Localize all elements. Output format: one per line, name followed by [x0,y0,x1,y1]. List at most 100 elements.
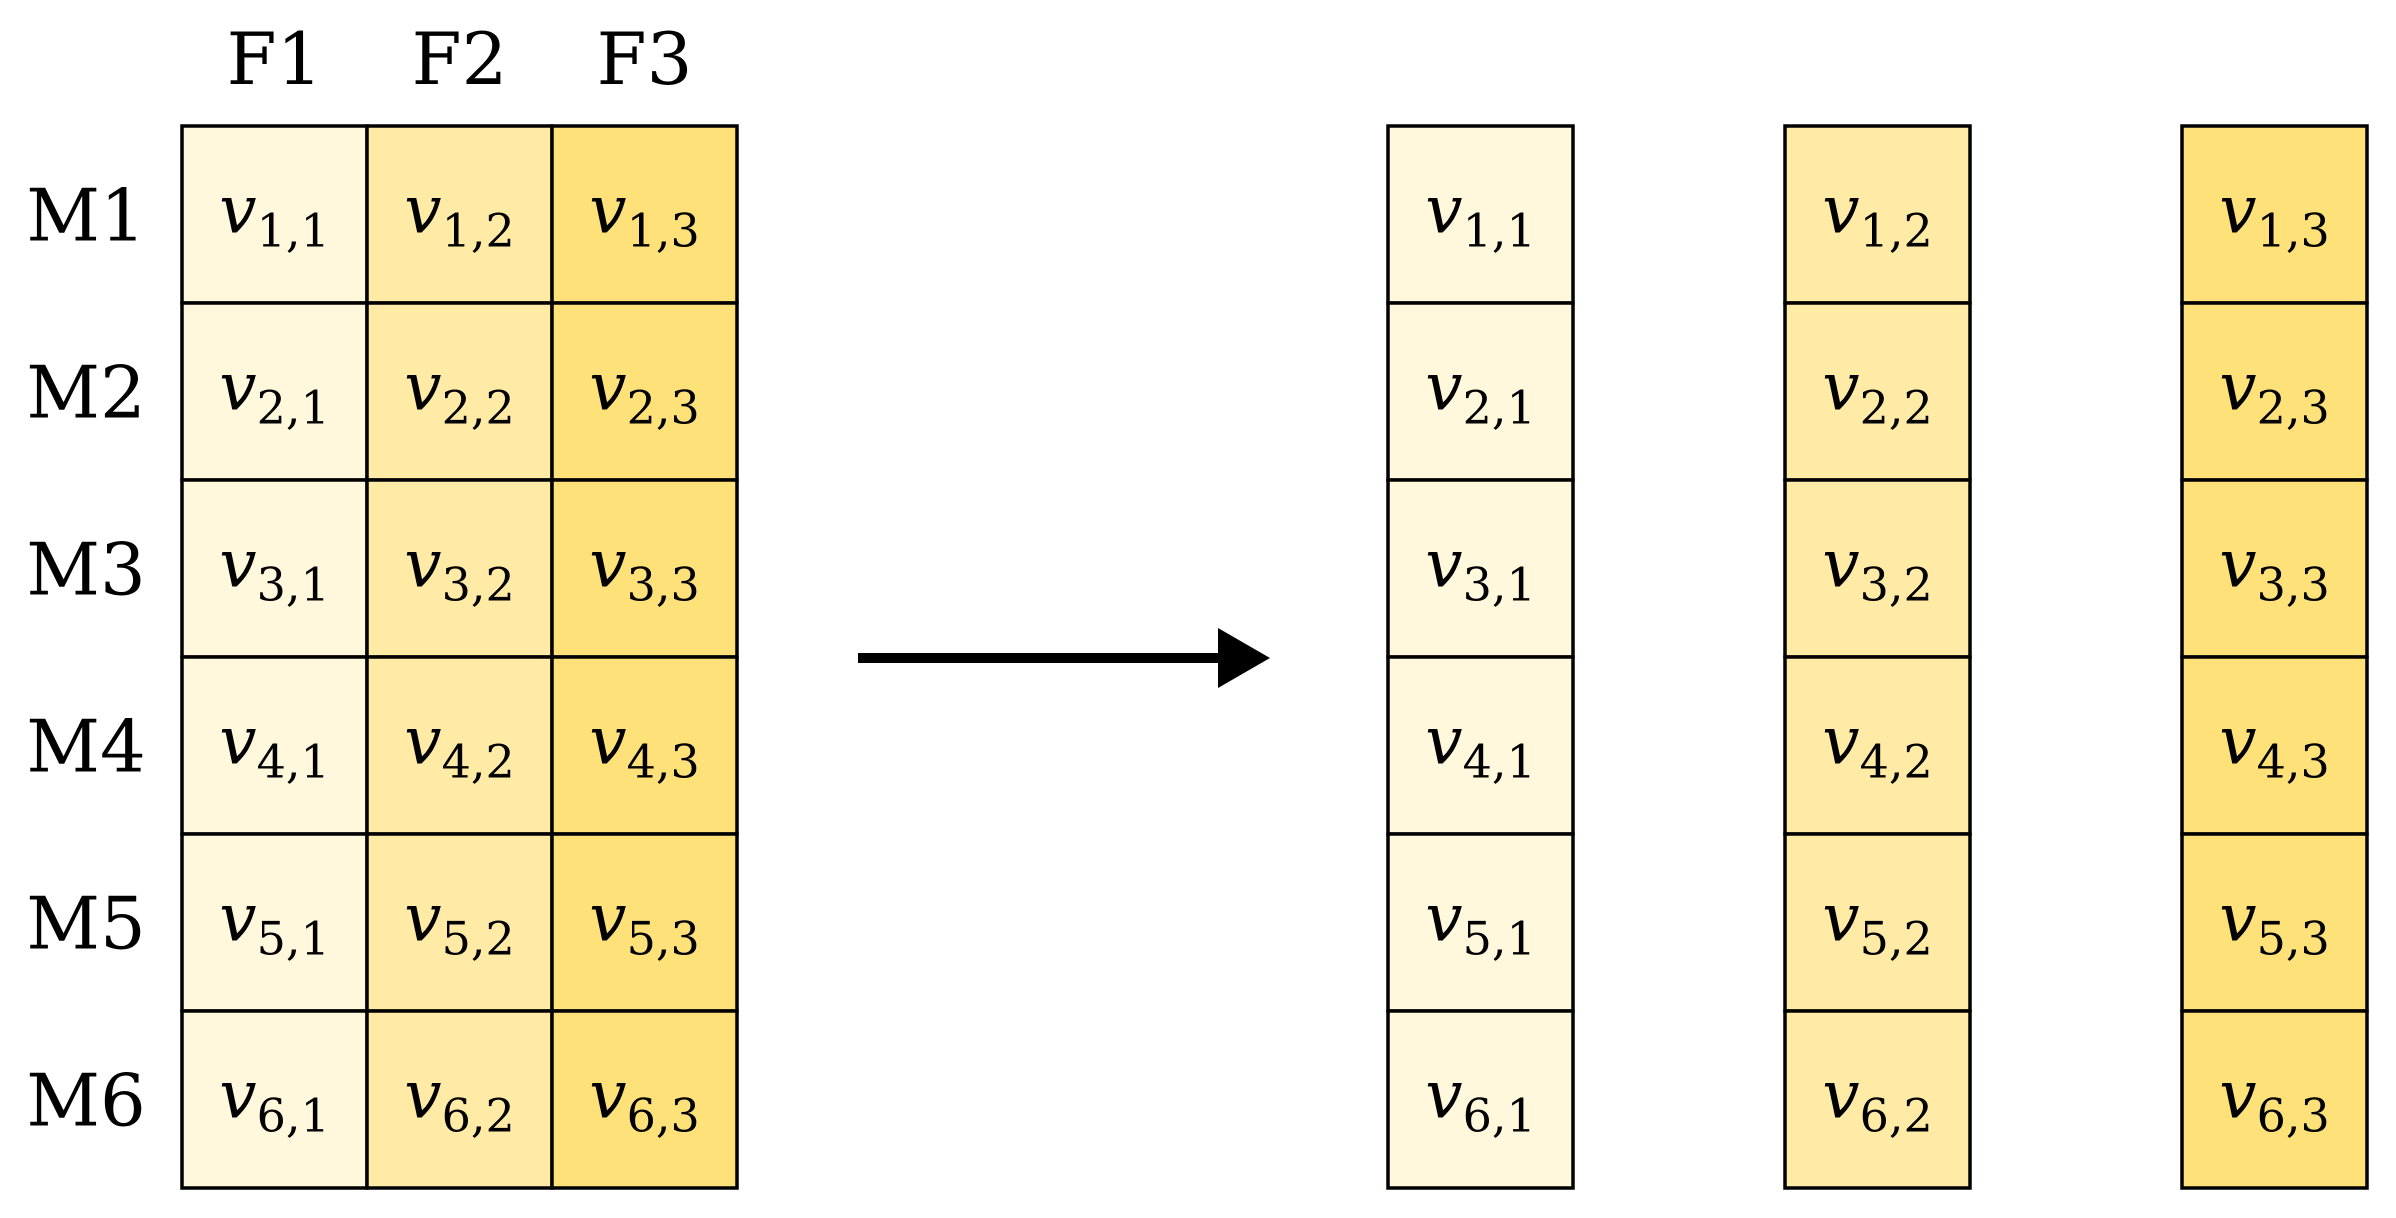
row-label: M1 [26,174,146,258]
cell-subscript: 1,2 [1860,204,1933,258]
matrix-cell-label: v3,2 [404,526,514,612]
column-cell [1783,832,1972,1013]
row-label: M5 [26,882,146,966]
matrix-cell-label: v2,2 [404,349,514,435]
matrix-cell [550,301,739,482]
matrix-cell [180,832,369,1013]
cell-subscript: 5,1 [1463,912,1536,966]
split-column: v1,2v2,2v3,2v4,2v5,2v6,2 [1783,124,1972,1190]
row-label: M2 [26,351,146,435]
matrix-cell [550,832,739,1013]
matrix-cell [550,478,739,659]
cell-variable: v [404,526,441,603]
column-cell-label: v2,3 [2219,349,2329,435]
matrix-cell-label: v3,1 [219,526,329,612]
column-cell [1783,301,1972,482]
cell-subscript: 6,2 [442,1089,515,1143]
matrix-cell-label: v5,2 [404,880,514,966]
matrix-cell-label: v4,3 [589,703,699,789]
column-cell-label: v1,3 [2219,172,2329,258]
row-label: M6 [26,1059,146,1143]
cell-variable: v [1425,703,1462,780]
cell-variable: v [219,349,256,426]
cell-subscript: 3,3 [627,558,700,612]
cell-variable: v [2219,1057,2256,1134]
cell-variable: v [589,349,626,426]
cell-subscript: 5,2 [1860,912,1933,966]
cell-subscript: 4,2 [442,735,515,789]
cell-variable: v [589,172,626,249]
column-cell-label: v4,1 [1425,703,1535,789]
matrix-cell [365,655,554,836]
cell-variable: v [404,703,441,780]
cell-subscript: 5,3 [2257,912,2330,966]
cell-variable: v [1822,1057,1859,1134]
cell-variable: v [1425,349,1462,426]
cell-subscript: 3,2 [1860,558,1933,612]
row-label: M4 [26,705,146,789]
cell-variable: v [1822,880,1859,957]
cell-variable: v [219,172,256,249]
column-cell-label: v4,3 [2219,703,2329,789]
column-cell [2180,1009,2369,1190]
matrix-cell-label: v2,1 [219,349,329,435]
row-label: M3 [26,528,146,612]
matrix-cell-label: v1,1 [219,172,329,258]
matrix-cell-label: v1,3 [589,172,699,258]
cell-variable: v [1425,526,1462,603]
column-cell [1783,1009,1972,1190]
matrix-cell [180,301,369,482]
column-cell [1386,655,1575,836]
cell-variable: v [404,172,441,249]
cell-variable: v [2219,880,2256,957]
column-cell-label: v5,2 [1822,880,1932,966]
cell-variable: v [1822,526,1859,603]
cell-subscript: 1,3 [2257,204,2330,258]
cell-subscript: 1,2 [442,204,515,258]
matrix-cell-label: v5,1 [219,880,329,966]
cell-subscript: 3,1 [257,558,330,612]
cell-subscript: 3,1 [1463,558,1536,612]
column-cell-label: v2,2 [1822,349,1932,435]
matrix-cell-label: v2,3 [589,349,699,435]
cell-variable: v [219,703,256,780]
column-cell-label: v1,2 [1822,172,1932,258]
cell-subscript: 1,1 [257,204,330,258]
cell-variable: v [219,526,256,603]
column-cell-label: v1,1 [1425,172,1535,258]
cell-subscript: 4,3 [2257,735,2330,789]
cell-subscript: 2,1 [1463,381,1536,435]
column-cell-label: v6,1 [1425,1057,1535,1143]
cell-variable: v [219,880,256,957]
cell-variable: v [1822,349,1859,426]
column-cell [1386,1009,1575,1190]
cell-subscript: 6,3 [627,1089,700,1143]
matrix-cell-label: v4,1 [219,703,329,789]
cell-subscript: 1,3 [627,204,700,258]
column-cell-label: v4,2 [1822,703,1932,789]
cell-variable: v [589,703,626,780]
column-cell-label: v6,3 [2219,1057,2329,1143]
matrix-cell [550,124,739,305]
matrix-cell-label: v6,1 [219,1057,329,1143]
column-cell-label: v5,3 [2219,880,2329,966]
column-header: F2 [412,17,508,101]
cell-subscript: 5,1 [257,912,330,966]
column-cell [2180,832,2369,1013]
cell-subscript: 2,3 [627,381,700,435]
column-cell-label: v6,2 [1822,1057,1932,1143]
cell-subscript: 2,2 [442,381,515,435]
cell-subscript: 3,3 [2257,558,2330,612]
matrix-cell-label: v5,3 [589,880,699,966]
column-header: F3 [597,17,693,101]
column-cell [2180,655,2369,836]
split-column: v1,1v2,1v3,1v4,1v5,1v6,1 [1386,124,1575,1190]
cell-variable: v [2219,172,2256,249]
cell-variable: v [1425,1057,1462,1134]
cell-variable: v [219,1057,256,1134]
cell-subscript: 2,3 [2257,381,2330,435]
cell-variable: v [404,349,441,426]
column-header: F1 [227,17,323,101]
column-cell [1386,478,1575,659]
